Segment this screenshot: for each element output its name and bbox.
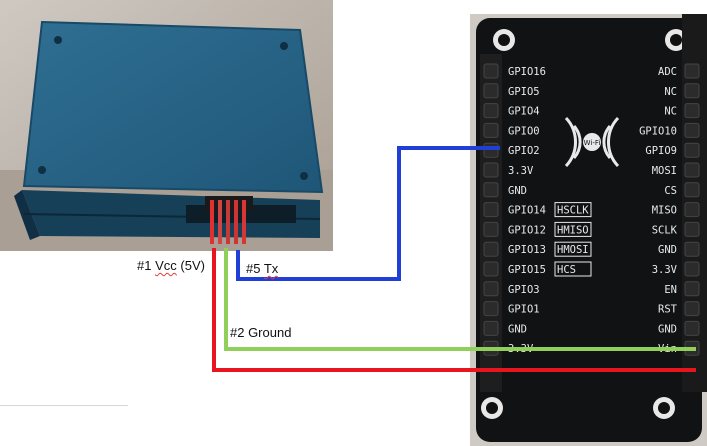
vcc-label-suffix: (5V) [180,258,205,273]
left-pin-label: GPIO0 [508,125,540,137]
dust-sensor-illustration [0,0,333,251]
left-pin-label: GPIO1 [508,304,540,316]
right-pin-label: 3.3V [652,264,678,276]
left-pin [483,241,499,257]
right-pin [684,320,700,336]
right-pin [684,83,700,99]
left-pin [483,281,499,297]
pin-tag-label: HCS [557,264,576,276]
left-pin [483,182,499,198]
vcc-label: #1 Vcc (5V) [137,258,205,273]
ground-label: #2 Ground [230,325,292,340]
tx-wire [236,146,500,281]
right-pin-label: EN [664,284,677,296]
right-pin [684,301,700,317]
pin-tag-label: HMOSI [557,244,589,256]
right-pin [684,122,700,138]
left-pin-label: GND [508,185,527,197]
pin-tag-box [554,261,592,277]
right-pin-label: RST [658,304,678,316]
pin-tag-label: HSCLK [557,205,589,217]
left-pin-label: GPIO3 [508,284,540,296]
right-pin [684,221,700,237]
right-pin [684,63,700,79]
ground-wire [224,248,696,351]
left-pin [483,162,499,178]
right-pin [684,281,700,297]
left-pin [483,320,499,336]
right-pin-label: NC [664,106,677,118]
right-pin-label: GND [658,323,677,335]
right-pin [684,103,700,119]
vcc-label-prefix: #1 [137,258,152,273]
left-pin [483,261,499,277]
wifi-logo-icon: Wi-Fi [564,116,620,168]
right-pin-label: SCLK [652,224,678,236]
divider-line [0,405,128,406]
right-pin-label: GND [658,244,677,256]
right-pin [684,202,700,218]
vcc-label-main: Vcc [155,258,177,273]
left-pin [483,221,499,237]
left-pin-label: GPIO2 [508,145,540,157]
left-pin-label: GPIO5 [508,86,540,98]
right-pin [684,162,700,178]
left-pin [483,63,499,79]
left-pin [483,301,499,317]
left-pin-label: 3.3V [508,165,534,177]
vcc-wire [212,248,696,372]
pin-tag-box [554,241,592,257]
right-pin [684,182,700,198]
left-pin-label: GPIO13 [508,244,546,256]
left-pin [483,103,499,119]
left-pin [483,202,499,218]
right-pin-label: MISO [652,205,677,217]
tx-label: #5 Tx [246,261,278,276]
tx-label-prefix: #5 [246,261,261,276]
left-pin [483,83,499,99]
wifi-logo-text: Wi-Fi [584,139,601,147]
left-pin-label: GPIO16 [508,66,546,78]
left-pin-label: GPIO12 [508,224,546,236]
right-pin [684,142,700,158]
right-pin-label: ADC [658,66,677,78]
dust-sensor-photo [0,0,333,251]
left-pin [483,122,499,138]
right-pin-label: CS [664,185,677,197]
left-pin-label: GPIO4 [508,106,540,118]
pin-tag-box [554,202,592,218]
right-pin-label: GPIO10 [639,125,677,137]
tx-label-main: Tx [263,261,279,276]
right-pin-label: MOSI [652,165,677,177]
left-pin-label: GND [508,323,527,335]
right-pin [684,261,700,277]
left-pin-label: GPIO15 [508,264,546,276]
right-pin-label: GPIO9 [645,145,677,157]
pin-tag-box [554,221,592,237]
right-pin-label: NC [664,86,677,98]
right-header-pins [684,63,700,356]
pin-tag-label: HMISO [557,224,589,236]
left-pin-label: GPIO14 [508,205,546,217]
right-pin [684,241,700,257]
